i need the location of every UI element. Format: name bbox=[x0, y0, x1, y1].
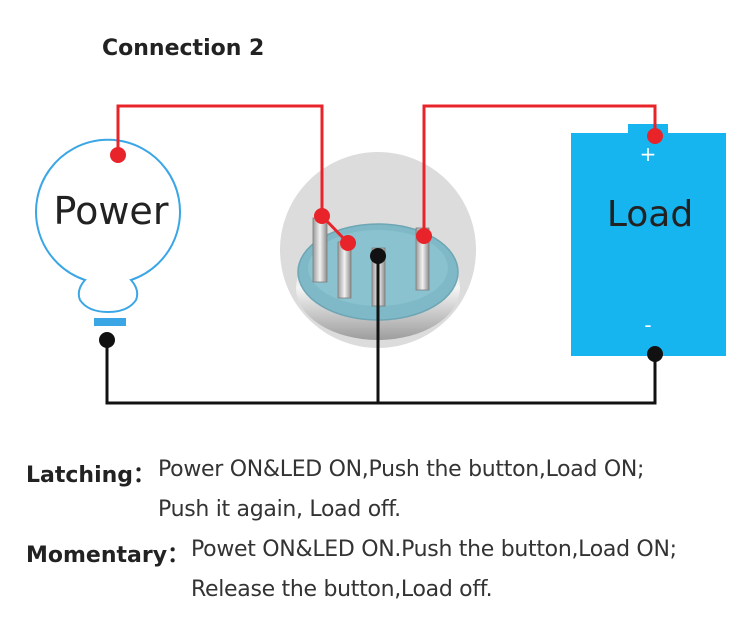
load-body bbox=[571, 133, 726, 356]
power-terminal-bar bbox=[94, 318, 126, 326]
latching-line-1: Power ON&LED ON,Push the button,Load ON; bbox=[158, 457, 645, 482]
diagram-title: Connection 2 bbox=[102, 36, 265, 61]
momentary-line-2: Release the button,Load off. bbox=[191, 577, 493, 602]
dot-switch-pin-3 bbox=[370, 248, 386, 264]
negative-dots bbox=[99, 248, 663, 362]
dot-power-negative bbox=[99, 332, 115, 348]
load-plus-sign: + bbox=[640, 142, 657, 166]
momentary-label: Momentary： bbox=[26, 543, 190, 568]
power-source: Power bbox=[35, 138, 181, 326]
dot-switch-pin-1 bbox=[314, 208, 330, 224]
load: + Load - bbox=[571, 124, 726, 356]
latching-line-2: Push it again, Load off. bbox=[158, 497, 401, 522]
dot-switch-pin-4 bbox=[416, 228, 432, 244]
power-label: Power bbox=[54, 189, 169, 233]
load-label: Load bbox=[607, 194, 693, 235]
negative-wires bbox=[105, 256, 657, 405]
load-minus-sign: - bbox=[644, 313, 651, 337]
dot-load-positive bbox=[647, 128, 663, 144]
wiring-diagram: Power + Load - bbox=[35, 104, 726, 405]
dot-load-negative bbox=[647, 346, 663, 362]
wire-switch-to-load bbox=[422, 104, 657, 236]
dot-switch-pin-2 bbox=[340, 235, 356, 251]
positive-dots bbox=[110, 128, 663, 251]
momentary-line-1: Powet ON&LED ON.Push the button,Load ON; bbox=[191, 537, 677, 562]
dot-power-positive bbox=[110, 147, 126, 163]
power-bulb-outline bbox=[35, 138, 181, 314]
wire-power-to-ground bbox=[105, 340, 657, 405]
latching-label: Latching： bbox=[26, 463, 156, 488]
wire-power-to-switch bbox=[116, 104, 324, 216]
